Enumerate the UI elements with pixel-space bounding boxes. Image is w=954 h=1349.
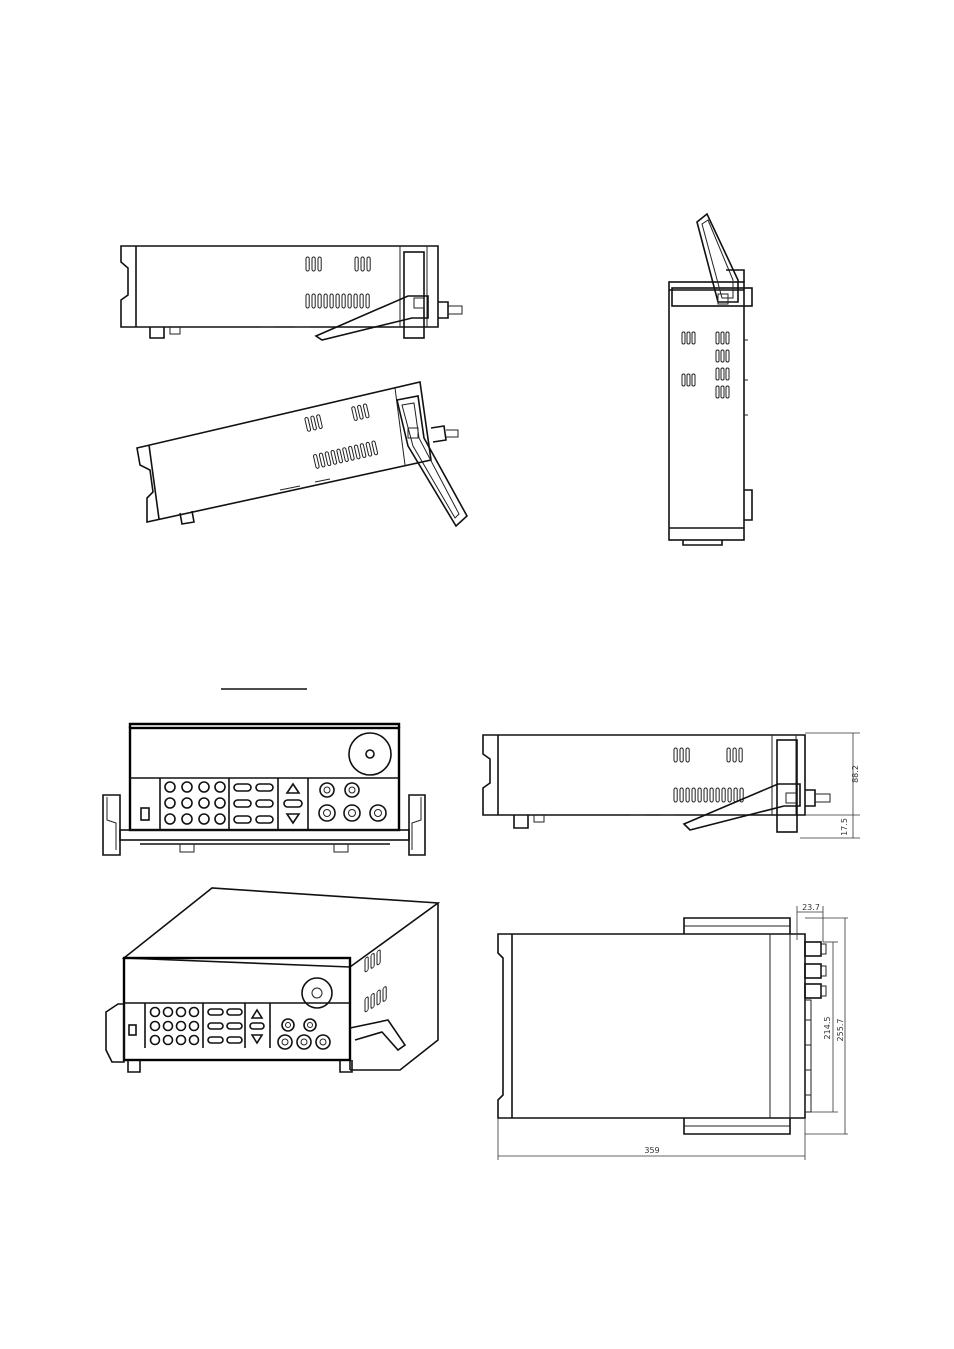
side-view-handle-stand — [137, 382, 467, 526]
top-view-dimensioned: 23.7 214.5 255.7 359 — [498, 903, 848, 1160]
dim-depth: 359 — [644, 1146, 659, 1155]
dim-width-inner: 214.5 — [823, 1017, 832, 1040]
rear-terminals — [805, 942, 826, 998]
side-view-handle-down — [121, 246, 462, 340]
front-panel-view — [103, 724, 425, 855]
dim-width-outer: 255.7 — [836, 1019, 845, 1042]
isometric-view — [106, 888, 438, 1072]
arrow-keys — [284, 784, 302, 823]
vertical-view-handle-up — [669, 214, 752, 545]
function-keys — [234, 784, 273, 823]
side-view-dimensioned: 88.2 17.5 — [483, 733, 860, 838]
dim-offset-top: 23.7 — [802, 903, 820, 912]
numeric-keypad — [165, 782, 225, 824]
dim-height-foot: 17.5 — [840, 818, 849, 836]
output-terminals — [319, 783, 386, 821]
dim-height-main: 88.2 — [851, 765, 860, 783]
